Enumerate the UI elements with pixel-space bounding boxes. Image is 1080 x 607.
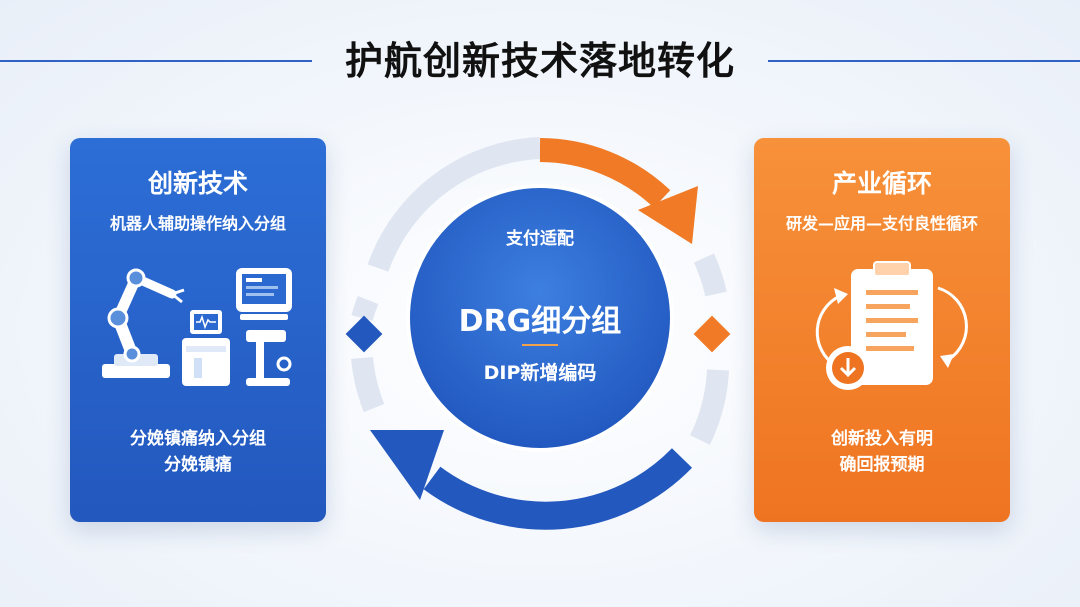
center-circle [406, 184, 674, 452]
blue-arrowhead [370, 430, 444, 500]
center-top-label: 支付适配 [506, 229, 574, 249]
robot-arm-icon [102, 268, 185, 378]
industry-card-subtitle: 研发—应用—支付良性循环 [785, 214, 978, 233]
ring-arc-upper-left [367, 137, 541, 272]
industry-card-footer-line-1: 创新投入有明 [831, 429, 933, 449]
cycle-arrow-left [815, 294, 841, 368]
clipboard-icon [851, 261, 933, 385]
cycle-arrowhead-left [834, 288, 848, 304]
orange-arrowhead [638, 186, 698, 244]
industry-card-footer: 创新投入有明 确回报预期 [754, 426, 1010, 478]
ring-dash-left-bottom [351, 356, 385, 413]
title-line-right [768, 60, 1080, 62]
innovation-card-footer-line-2: 分娩镇痛 [164, 455, 232, 475]
orange-diamond [693, 315, 731, 353]
innovation-card-footer: 分娩镇痛纳入分组 分娩镇痛 [70, 426, 326, 478]
clipboard-illustration [815, 261, 968, 390]
ring-dash-right-bottom [690, 369, 729, 445]
page-title: 护航创新技术落地转化 [344, 39, 735, 83]
blue-arc-arrow [423, 448, 693, 530]
industry-card: 产业循环 研发—应用—支付良性循环 创新投入有明 确回报预期 [754, 138, 1010, 522]
title-line-left [0, 60, 312, 62]
innovation-card-title: 创新技术 [147, 169, 248, 198]
center-bottom-label: DIP新增编码 [483, 362, 597, 384]
industry-card-title: 产业循环 [831, 169, 932, 198]
blue-diamond [345, 315, 383, 353]
medical-device-icon [182, 268, 292, 386]
innovation-card: 创新技术 机器人辅助操作纳入分组 [70, 138, 326, 522]
innovation-card-footer-line-1: 分娩镇痛纳入分组 [130, 429, 266, 449]
industry-card-footer-line-2: 确回报预期 [839, 455, 925, 475]
medical-robot-illustration [102, 268, 292, 386]
innovation-card-subtitle: 机器人辅助操作纳入分组 [109, 214, 286, 233]
cycle-arrowhead-right [940, 354, 954, 368]
orange-arc-arrow [539, 138, 671, 208]
cycle-arrow-right [937, 286, 968, 362]
download-icon [826, 346, 870, 390]
center-main-label: DRG细分组 [458, 304, 622, 339]
ring-dash-right-top [693, 253, 727, 297]
